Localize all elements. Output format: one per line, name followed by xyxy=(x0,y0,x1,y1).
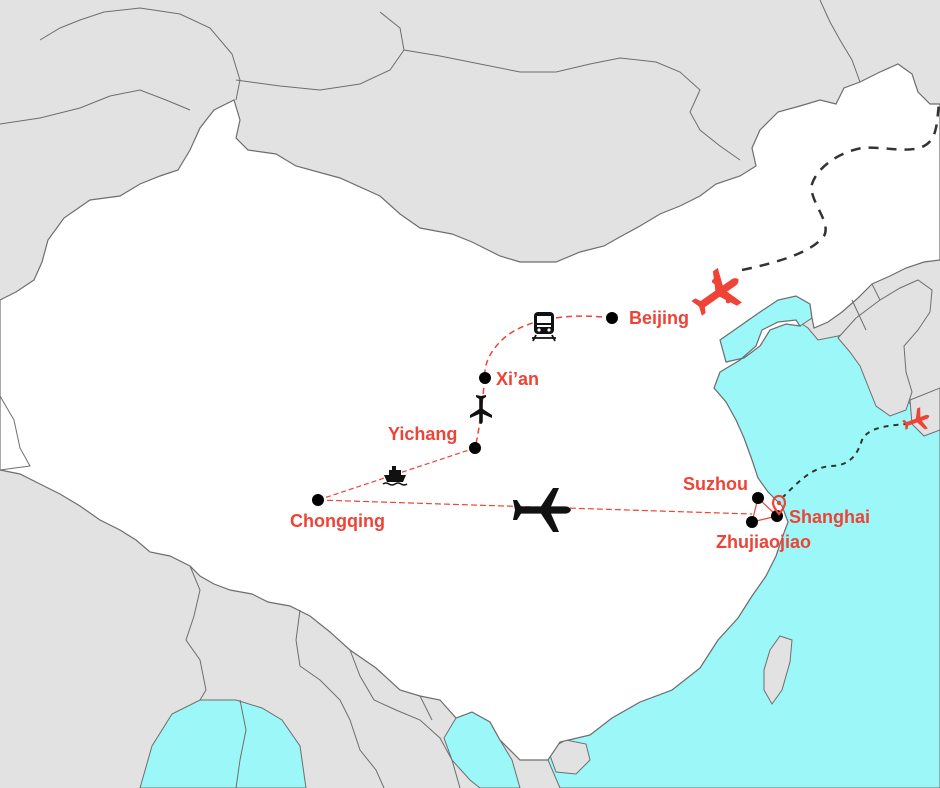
city-label-zhujiaojiao: Zhujiaojiao xyxy=(716,532,811,552)
bay-of-bengal xyxy=(139,699,307,788)
city-labels: Beijing Xi’an Yichang Chongqing Suzhou S… xyxy=(290,308,870,552)
taiwan-island xyxy=(763,635,793,705)
chongqing-marker[interactable] xyxy=(312,494,324,506)
japan-kyushu xyxy=(909,387,940,437)
airplane-arrival-icon xyxy=(691,267,742,316)
beijing-marker[interactable] xyxy=(606,312,618,324)
location-pin-icon xyxy=(771,494,787,516)
zhujiajiao-marker[interactable] xyxy=(746,516,758,528)
airplane-icon xyxy=(470,395,492,424)
city-label-yichang: Yichang xyxy=(388,424,457,444)
airplane-departure-icon xyxy=(902,407,930,430)
korean-peninsula xyxy=(837,279,933,417)
city-label-shanghai: Shanghai xyxy=(789,507,870,527)
airplane-icon xyxy=(513,488,571,532)
route-shanghai-suzhou-zhujiajiao xyxy=(751,496,779,523)
city-label-xian: Xi’an xyxy=(496,369,539,389)
china-territory xyxy=(0,63,940,761)
city-label-suzhou: Suzhou xyxy=(683,474,748,494)
route-beijing-xian xyxy=(484,315,613,379)
city-label-chongqing: Chongqing xyxy=(290,511,385,531)
xian-marker[interactable] xyxy=(479,372,491,384)
international-arrival-path xyxy=(741,99,940,272)
suzhou-marker[interactable] xyxy=(752,492,764,504)
train-icon xyxy=(532,312,556,342)
yichang-marker[interactable] xyxy=(469,442,481,454)
city-markers xyxy=(312,312,783,528)
ship-icon xyxy=(382,466,408,486)
international-departure-path xyxy=(781,423,907,499)
city-label-beijing: Beijing xyxy=(629,308,689,328)
border-lines xyxy=(0,0,881,788)
